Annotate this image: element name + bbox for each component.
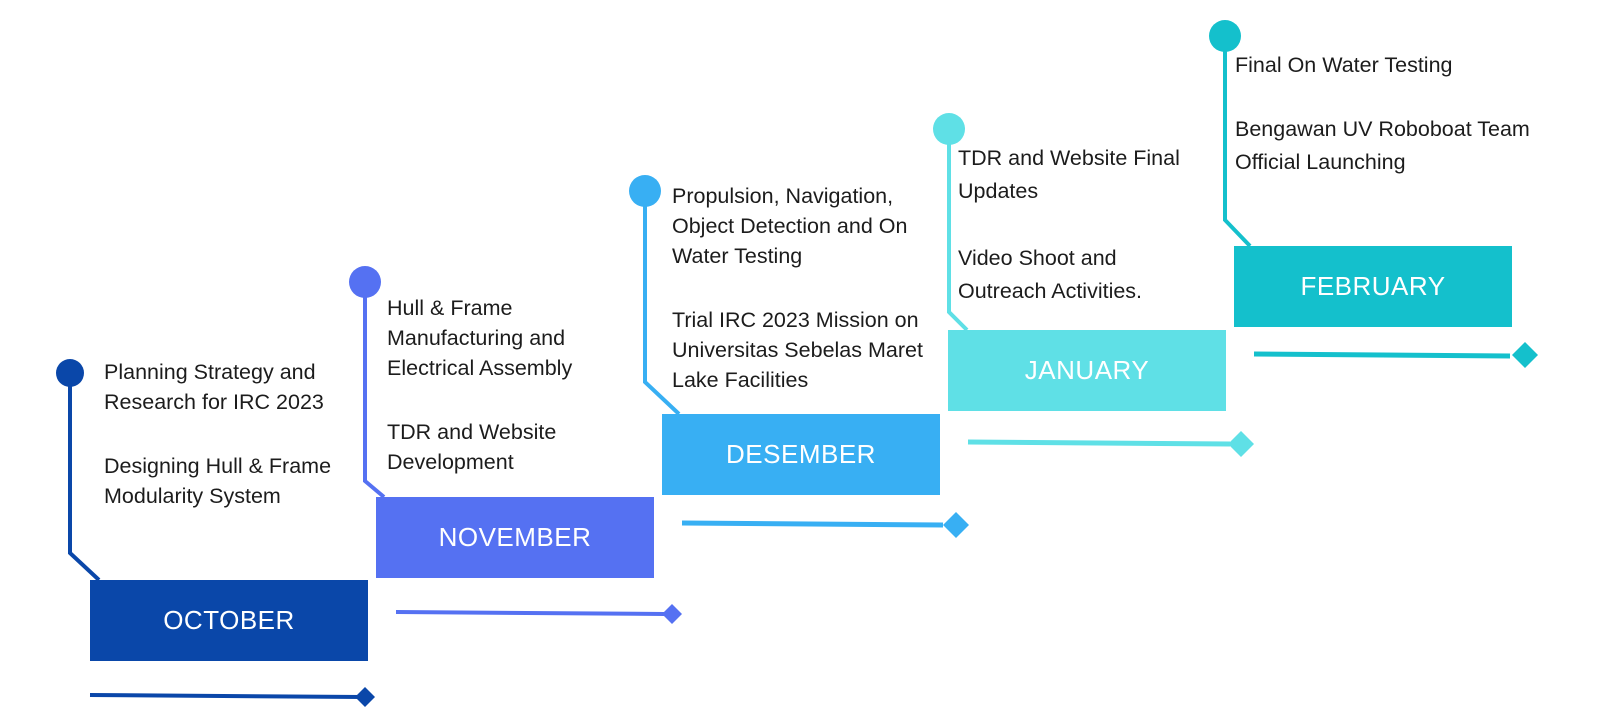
- november-stem: [363, 282, 386, 499]
- october-stem: [68, 373, 101, 582]
- february-stem: [1223, 36, 1252, 248]
- desember-stem: [643, 191, 681, 416]
- november-description: Hull & Frame Manufacturing and Electrica…: [387, 293, 632, 477]
- november-diamond: [662, 604, 682, 624]
- february-connector: [1209, 20, 1538, 368]
- month-label-january: JANUARY: [1024, 355, 1150, 385]
- november-item-1: Hull & Frame Manufacturing and Electrica…: [387, 296, 573, 380]
- february-item-1: Final On Water Testing: [1235, 53, 1453, 77]
- month-box-desember: DESEMBER: [662, 414, 940, 495]
- february-description: Final On Water Testing Bengawan UV Robob…: [1235, 49, 1535, 179]
- october-description: Planning Strategy and Research for IRC 2…: [104, 357, 349, 511]
- month-box-january: JANUARY: [948, 330, 1226, 411]
- desember-item-2: Trial IRC 2023 Mission on Universitas Se…: [672, 308, 923, 392]
- january-connector: [933, 113, 1254, 457]
- desember-connector: [629, 175, 969, 538]
- desember-diamond: [943, 512, 969, 538]
- desember-description: Propulsion, Navigation, Object Detection…: [672, 181, 937, 395]
- february-item-2: Bengawan UV Roboboat Team Official Launc…: [1235, 117, 1530, 174]
- october-underline: [89, 693, 363, 699]
- november-connector: [349, 266, 682, 624]
- month-label-desember: DESEMBER: [726, 439, 876, 469]
- october-item-2: Designing Hull & Frame Modularity System: [104, 454, 332, 508]
- october-item-1: Planning Strategy and Research for IRC 2…: [104, 360, 324, 414]
- october-connector: [56, 359, 375, 707]
- month-label-october: OCTOBER: [163, 605, 295, 635]
- desember-item-1: Propulsion, Navigation, Object Detection…: [672, 184, 908, 268]
- january-item-1: TDR and Website Final Updates: [958, 146, 1180, 203]
- month-label-november: NOVEMBER: [438, 522, 592, 552]
- month-box-february: FEBRUARY: [1234, 246, 1512, 327]
- month-box-november: NOVEMBER: [376, 497, 654, 578]
- desember-underline: [681, 520, 944, 528]
- january-underline: [967, 439, 1231, 447]
- november-underline: [395, 610, 665, 616]
- january-stem: [947, 129, 969, 332]
- february-underline: [1253, 351, 1511, 359]
- month-box-october: OCTOBER: [90, 580, 368, 661]
- october-diamond: [355, 687, 375, 707]
- november-item-2: TDR and Website Development: [387, 420, 557, 474]
- january-description: TDR and Website Final Updates Video Shoo…: [958, 142, 1208, 308]
- month-label-february: FEBRUARY: [1300, 271, 1446, 301]
- february-diamond: [1512, 342, 1538, 368]
- january-item-2: Video Shoot and Outreach Activities.: [958, 246, 1143, 303]
- january-diamond: [1228, 431, 1254, 457]
